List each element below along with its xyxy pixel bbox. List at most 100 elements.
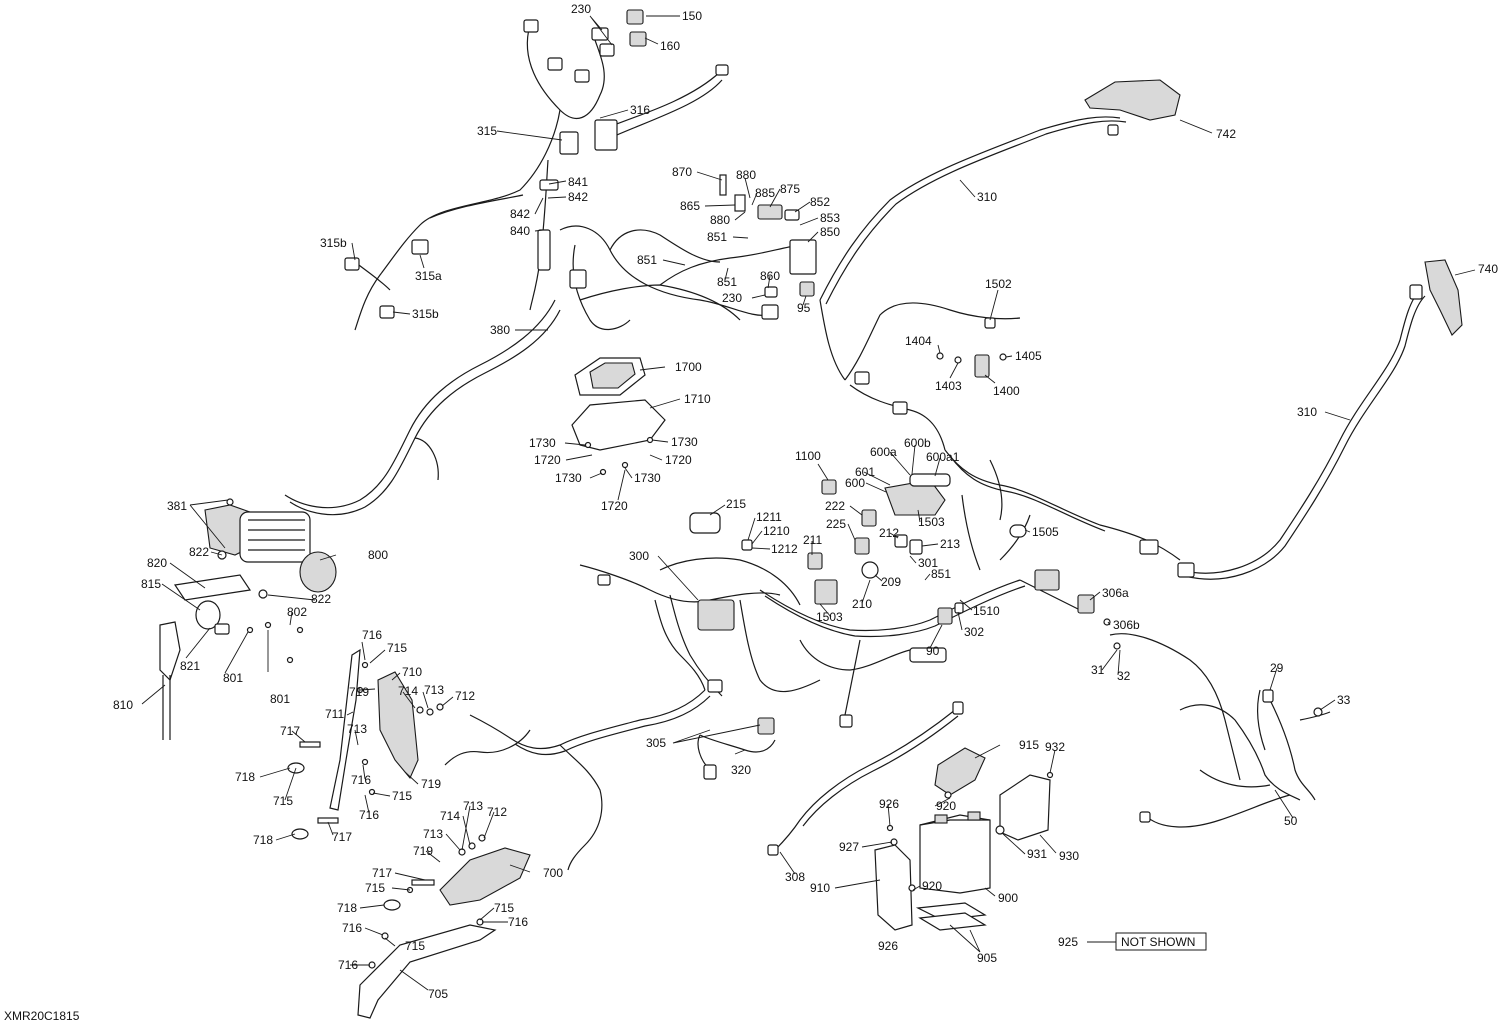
label-705: 705 bbox=[428, 987, 448, 1001]
label-742: 742 bbox=[1216, 127, 1236, 141]
label-600a: 600a bbox=[870, 445, 897, 459]
label-719-bottom: 719 bbox=[421, 777, 441, 791]
label-718-top: 718 bbox=[235, 770, 255, 784]
bolt-801-b bbox=[264, 621, 272, 629]
label-32: 32 bbox=[1117, 669, 1131, 683]
bracket-1710 bbox=[571, 399, 666, 451]
battery-terminal-pos bbox=[967, 811, 981, 821]
battery-terminal-neg bbox=[934, 814, 948, 824]
label-820: 820 bbox=[147, 556, 167, 570]
nut-714-a bbox=[416, 706, 424, 714]
connector-315 bbox=[559, 131, 579, 155]
label-301: 301 bbox=[918, 556, 938, 570]
connector-group-lower bbox=[909, 647, 947, 663]
bezel-711 bbox=[329, 648, 361, 811]
connector-320 bbox=[703, 764, 717, 780]
label-213: 213 bbox=[940, 537, 960, 551]
label-932: 932 bbox=[1045, 740, 1065, 754]
label-1502: 1502 bbox=[985, 277, 1012, 291]
connector-1502 bbox=[984, 317, 996, 329]
screw-932 bbox=[1046, 771, 1054, 779]
relay-150 bbox=[626, 9, 644, 25]
label-716-mid: 716 bbox=[351, 773, 371, 787]
label-927: 927 bbox=[839, 840, 859, 854]
label-29: 29 bbox=[1270, 661, 1284, 675]
connector-380 bbox=[569, 269, 587, 289]
label-851-mid: 851 bbox=[717, 275, 737, 289]
label-715-top: 715 bbox=[387, 641, 407, 655]
label-230-mid: 230 bbox=[722, 291, 742, 305]
label-1503-bottom: 1503 bbox=[816, 610, 843, 624]
nut-713-a bbox=[426, 708, 434, 716]
bolt-802 bbox=[296, 626, 304, 634]
label-713-c: 713 bbox=[423, 827, 443, 841]
label-150: 150 bbox=[682, 9, 702, 23]
connector-230-b bbox=[599, 43, 615, 57]
strap-910 bbox=[874, 844, 913, 931]
screw-1404 bbox=[936, 352, 944, 360]
label-1720-bottom: 1720 bbox=[601, 499, 628, 513]
label-31: 31 bbox=[1091, 663, 1105, 677]
connector-215 bbox=[689, 512, 721, 534]
label-310-top: 310 bbox=[977, 190, 997, 204]
label-320: 320 bbox=[731, 763, 751, 777]
clip-1505 bbox=[1009, 524, 1027, 538]
connector-300-left bbox=[597, 574, 611, 586]
label-716-d: 716 bbox=[342, 921, 362, 935]
holder-1211 bbox=[741, 539, 753, 551]
label-852: 852 bbox=[810, 195, 830, 209]
fuse-302 bbox=[954, 602, 964, 614]
connector-end-top bbox=[715, 64, 729, 76]
label-716-e: 716 bbox=[508, 915, 528, 929]
sensor-740 bbox=[1424, 259, 1463, 336]
label-840: 840 bbox=[510, 224, 530, 238]
label-880-bottom: 880 bbox=[710, 213, 730, 227]
label-1403: 1403 bbox=[935, 379, 962, 393]
label-714-b: 714 bbox=[440, 809, 460, 823]
label-710: 710 bbox=[402, 665, 422, 679]
label-1720-right: 1720 bbox=[665, 453, 692, 467]
label-1211: 1211 bbox=[756, 510, 782, 524]
grommet-209 bbox=[861, 561, 879, 579]
bolt-801-a bbox=[246, 626, 254, 634]
terminal-50 bbox=[1139, 811, 1151, 823]
relay-block-210 bbox=[814, 579, 838, 605]
label-315b-upper: 315b bbox=[320, 236, 347, 250]
label-926-top: 926 bbox=[879, 797, 899, 811]
label-380: 380 bbox=[490, 323, 510, 337]
module-315 bbox=[594, 119, 618, 151]
headlight-700 bbox=[439, 847, 531, 906]
label-842-left: 842 bbox=[510, 207, 530, 221]
label-316: 316 bbox=[630, 103, 650, 117]
label-306a: 306a bbox=[1102, 586, 1129, 600]
regulator-930 bbox=[999, 774, 1051, 841]
label-821: 821 bbox=[180, 659, 200, 673]
label-300: 300 bbox=[629, 549, 649, 563]
label-1400: 1400 bbox=[993, 384, 1020, 398]
label-885: 885 bbox=[755, 186, 775, 200]
label-222: 222 bbox=[825, 499, 845, 513]
connector-213 bbox=[909, 539, 923, 555]
fuse-875 bbox=[757, 204, 783, 220]
screw-716-a bbox=[361, 661, 369, 669]
label-717-bottom: 717 bbox=[332, 830, 352, 844]
label-713-d: 713 bbox=[463, 799, 483, 813]
label-716-top: 716 bbox=[362, 628, 382, 642]
label-851-left: 851 bbox=[637, 253, 657, 267]
connector-block-right bbox=[1034, 569, 1060, 591]
relay-160 bbox=[629, 31, 647, 47]
bracket-870 bbox=[719, 174, 727, 196]
connector-right-b bbox=[1177, 562, 1195, 578]
label-801-left: 801 bbox=[223, 671, 243, 685]
relay-1100 bbox=[821, 479, 837, 495]
connector-lower-mid bbox=[839, 714, 853, 728]
label-910: 910 bbox=[810, 881, 830, 895]
label-713-top: 713 bbox=[424, 683, 444, 697]
connector-230-c bbox=[764, 286, 778, 298]
spacer-931 bbox=[995, 825, 1005, 835]
label-1212: 1212 bbox=[771, 542, 798, 556]
not-shown-box bbox=[1115, 932, 1207, 951]
label-718-bottom: 718 bbox=[253, 833, 273, 847]
label-717-top: 717 bbox=[280, 724, 300, 738]
relay-211 bbox=[807, 552, 823, 570]
